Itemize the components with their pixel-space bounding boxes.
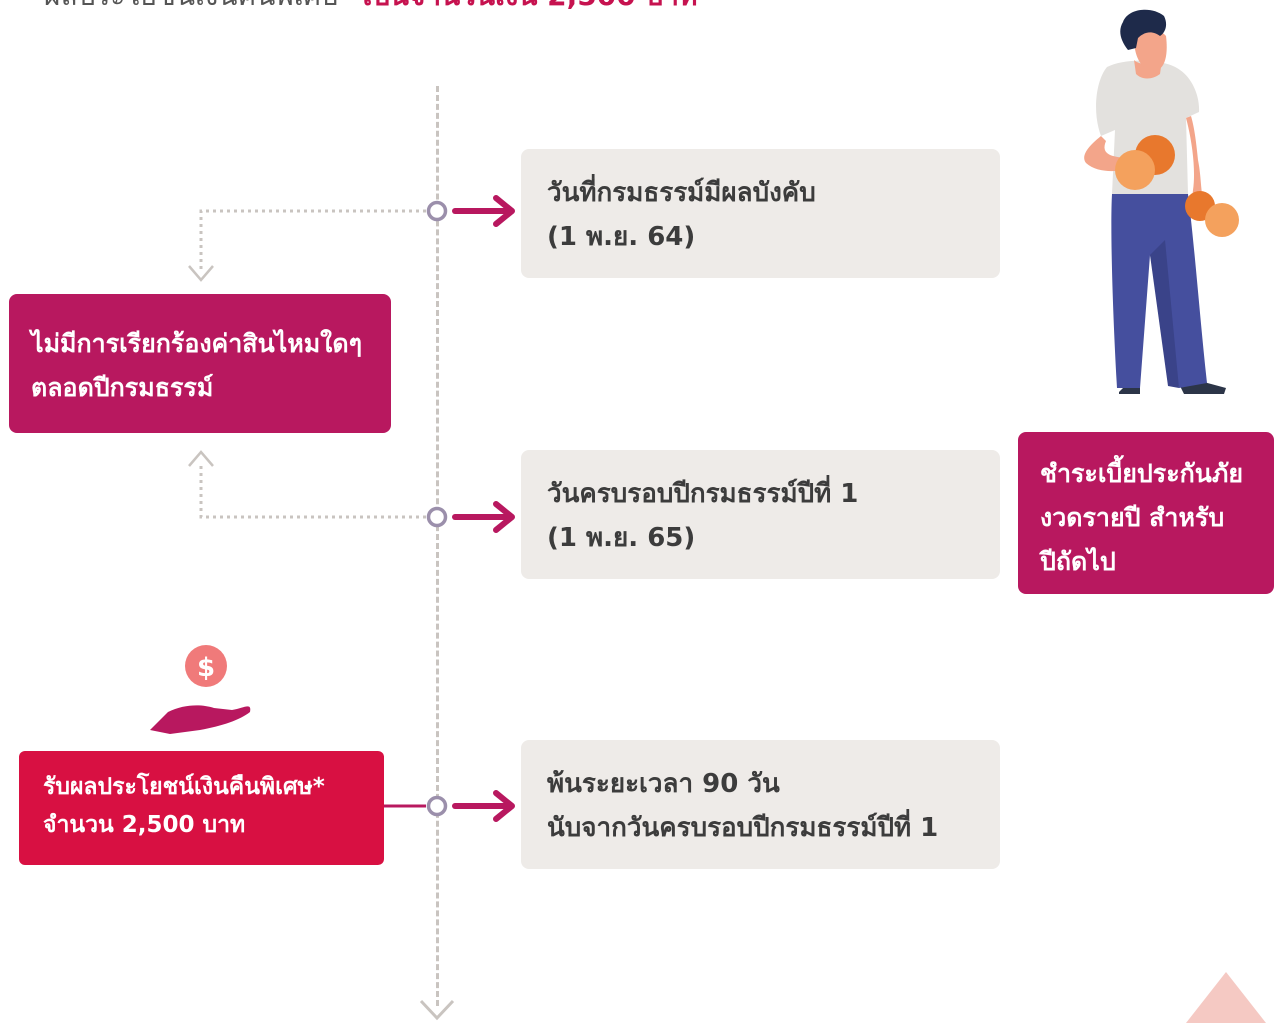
benefit-box: รับผลประโยชน์เงินคืนพิเศษ* จำนวน 2,500 บ… — [19, 751, 384, 865]
no-claim-line2: ตลอดปีกรมธรรม์ — [31, 373, 214, 402]
dotted-connector-top — [199, 209, 426, 272]
step-card-date: (1 พ.ย. 64) — [547, 222, 696, 252]
header-label: ผลประโยชน์เงินคืนพิเศษ* — [44, 0, 354, 12]
arrow-right-icon — [452, 790, 515, 822]
header-text: ผลประโยชน์เงินคืนพิเศษ* เป็นจำนวนเงิน 2,… — [44, 0, 697, 14]
chevron-down-icon — [188, 265, 214, 282]
premium-line2: งวดรายปี สำหรับ — [1040, 503, 1225, 532]
timeline-node-icon — [426, 506, 448, 528]
no-claim-box: ไม่มีการเรียกร้องค่าสินไหมใดๆ ตลอดปีกรมธ… — [9, 294, 391, 433]
no-claim-line1: ไม่มีการเรียกร้องค่าสินไหมใดๆ — [31, 329, 363, 358]
timeline-node-icon — [426, 795, 448, 817]
coin-icon — [185, 645, 227, 687]
man-lifting-dumbbells-illustration — [1084, 9, 1239, 394]
step-card-title: พ้นระยะเวลา 90 วัน — [547, 769, 780, 799]
header-highlight: เป็นจำนวนเงิน 2,500 บาท — [362, 0, 697, 12]
premium-line3: ปีถัดไป — [1040, 547, 1116, 576]
step-card-title: วันที่กรมธรรม์มีผลบังคับ — [547, 178, 816, 208]
timeline-line — [436, 86, 439, 1006]
premium-payment-box: ชำระเบี้ยประกันภัย งวดรายปี สำหรับ ปีถัด… — [1018, 432, 1274, 594]
premium-line1: ชำระเบี้ยประกันภัย — [1040, 459, 1244, 488]
arrow-right-icon — [452, 501, 515, 533]
decorative-triangle — [1186, 972, 1266, 1023]
hand-receiving-coin-icon: $ — [150, 645, 251, 734]
step-card-note: นับจากวันครบรอบปีกรมธรรม์ปีที่ 1 — [547, 813, 939, 843]
step-card-first-anniversary: วันครบรอบปีกรมธรรม์ปีที่ 1 (1 พ.ย. 65) — [521, 450, 1000, 579]
arrow-right-icon — [452, 195, 515, 227]
dotted-connector-bottom — [199, 462, 426, 519]
step-card-date: (1 พ.ย. 65) — [547, 523, 696, 553]
timeline-end-chevron-icon — [419, 999, 455, 1021]
benefit-line2: จำนวน 2,500 บาท — [43, 812, 246, 838]
step-card-policy-effective: วันที่กรมธรรม์มีผลบังคับ (1 พ.ย. 64) — [521, 149, 1000, 278]
chevron-up-icon — [188, 450, 214, 467]
timeline-node-icon — [426, 200, 448, 222]
step-card-90-days: พ้นระยะเวลา 90 วัน นับจากวันครบรอบปีกรมธ… — [521, 740, 1000, 869]
step-card-title: วันครบรอบปีกรมธรรม์ปีที่ 1 — [547, 479, 859, 509]
benefit-line1: รับผลประโยชน์เงินคืนพิเศษ* — [43, 774, 325, 800]
hand-icon — [150, 705, 251, 734]
coin-symbol: $ — [197, 653, 215, 683]
